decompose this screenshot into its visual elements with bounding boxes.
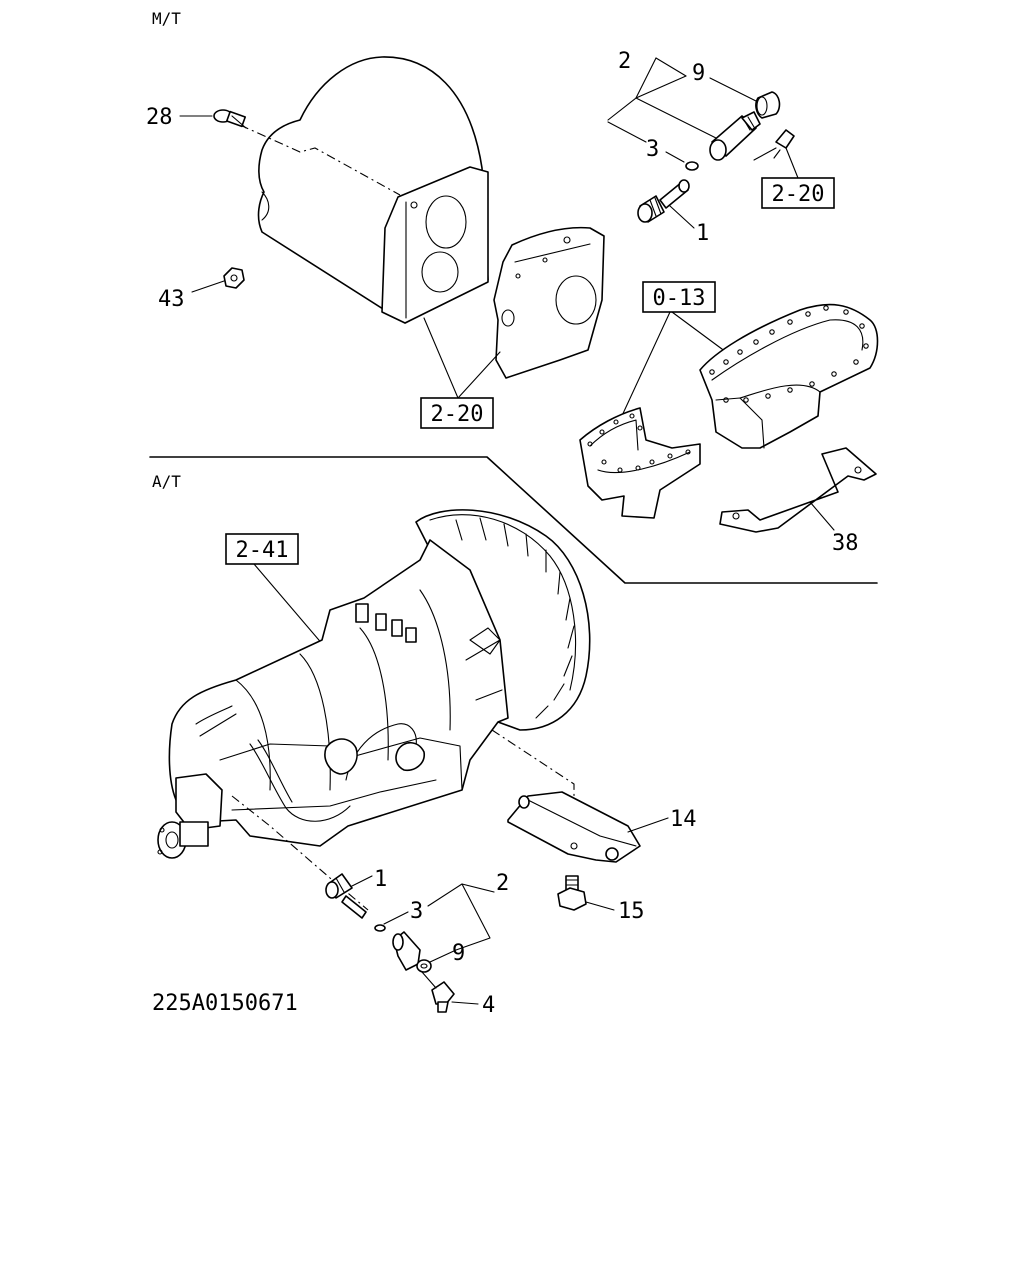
callout-at-o-ring: 3	[410, 899, 423, 924]
driven-gear-at-icon	[325, 873, 367, 919]
speedo-sensor-at-icon	[392, 931, 432, 973]
ref-mt-clutch-housing: 2-20	[431, 402, 484, 427]
ref-box-speedo-bolt	[761, 177, 835, 209]
callout-mt-driven-gear: 1	[696, 221, 709, 246]
adapter-plate-drawing	[493, 226, 605, 379]
ref-oil-pan: 0-13	[653, 286, 706, 311]
bolt-15-icon	[557, 875, 587, 911]
callout-at-bolt: 4	[482, 993, 495, 1018]
bolt-4-icon	[431, 981, 455, 1013]
callout-bracket: 38	[832, 531, 859, 556]
callout-at-mount: 14	[670, 807, 697, 832]
section-divider	[149, 456, 878, 584]
callout-mt-o-ring: 3	[646, 137, 659, 162]
callout-mt-speedo-sensor: 2	[618, 49, 631, 74]
bracket-38-drawing	[719, 447, 877, 533]
o-ring-mt-icon	[685, 161, 699, 171]
oil-pan-upper-drawing	[699, 303, 879, 449]
diagram-id: 225A0150671	[152, 991, 298, 1016]
section-label-at: A/T	[152, 472, 181, 491]
ref-box-oil-pan	[642, 281, 716, 313]
speedo-sensor-mt-icon	[709, 111, 761, 161]
ref-box-at	[225, 533, 299, 565]
automatic-transmission-drawing	[157, 509, 591, 859]
ref-box-clutch-housing	[420, 397, 494, 429]
clutch-housing-drawing	[239, 56, 489, 324]
driven-gear-mt-icon	[637, 179, 690, 223]
cap-9-icon	[755, 91, 781, 119]
callout-at-cap: 9	[452, 941, 465, 966]
callout-mt-cap: 9	[692, 61, 705, 86]
callout-at-mount-bolt: 15	[618, 899, 645, 924]
o-ring-at-icon	[374, 924, 386, 932]
nut-43-icon	[223, 267, 245, 289]
callout-at-driven-gear: 1	[374, 867, 387, 892]
callout-mt-nut: 43	[158, 287, 185, 312]
ref-mt-speedo-bolt: 2-20	[772, 182, 825, 207]
mount-14-drawing	[507, 791, 641, 863]
speedo-bolt-icon	[773, 129, 795, 159]
callout-mt-bolt: 28	[146, 105, 173, 130]
ref-at-transmission: 2-41	[236, 538, 289, 563]
callout-at-speedo-sensor: 2	[496, 871, 509, 896]
bolt-28-icon	[213, 109, 247, 129]
oil-pan-lower-drawing	[579, 407, 701, 519]
leader-mt-2	[607, 75, 687, 121]
section-label-mt: M/T	[152, 9, 181, 28]
